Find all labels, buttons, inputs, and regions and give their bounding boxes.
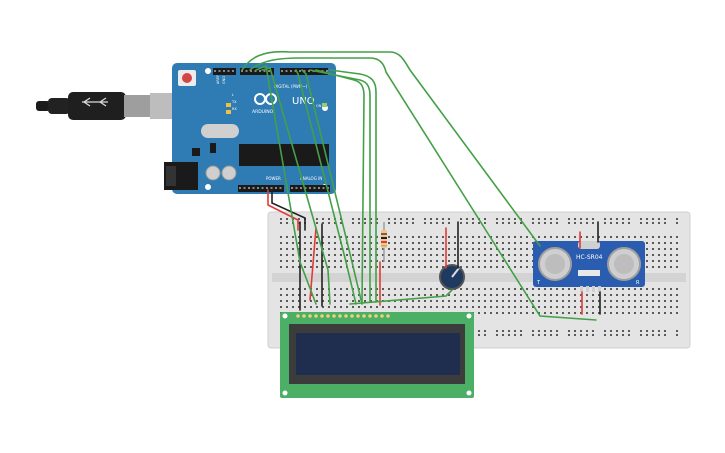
on-label: ON [316, 104, 322, 108]
lcd-display [280, 312, 474, 398]
rx-label: RX [232, 107, 237, 111]
sensor-model-label: HC-SR04 [576, 254, 603, 261]
wire-5v [267, 189, 299, 231]
wires [241, 50, 601, 321]
aref-label: AREF [216, 75, 220, 84]
header-digital-high [240, 68, 274, 75]
arduino-uno: UNO ARDUINO DIGITAL (PWM~) POWER ANALOG … [164, 63, 336, 194]
wire-lcd-d6 [309, 69, 371, 303]
wire-trig [241, 50, 541, 247]
wire-lcd-en [261, 67, 331, 305]
sensor-t-label: T [536, 280, 541, 286]
resistor [381, 222, 387, 262]
wire-lcd-d4 [295, 69, 357, 305]
potentiometer[interactable] [439, 264, 465, 290]
wire-lcd-vcc [309, 227, 317, 301]
model-label: UNO [292, 96, 315, 107]
sensor-r-label: R [636, 280, 640, 286]
tx-label: TX [231, 100, 237, 104]
reset-button[interactable] [182, 73, 192, 83]
wire-lcd-d5 [301, 69, 363, 305]
usb-cable [36, 92, 174, 120]
wire-pot-wiper [349, 289, 453, 305]
crystal-oscillator [578, 241, 600, 249]
lcd-pins [296, 314, 390, 318]
gnd-label: GND [222, 76, 226, 84]
wire-extra [329, 69, 377, 303]
wire-lcd-rs [255, 64, 317, 305]
brand-label: ARDUINO [252, 109, 274, 115]
digital-label: DIGITAL (PWM~) [274, 84, 308, 89]
wire-echo [249, 57, 597, 321]
ultrasonic-sensor: HC-SR04 T R [533, 241, 645, 292]
wire-gnd [271, 189, 306, 231]
wire-lcd-d7 [315, 69, 365, 303]
l-label: L [232, 93, 234, 97]
power-label: POWER [266, 176, 281, 181]
lcd-screen [296, 333, 460, 375]
microcontroller-chip [239, 144, 329, 166]
sensor-pins [580, 286, 601, 292]
analog-label: ANALOG IN [300, 176, 322, 181]
header-power [238, 185, 284, 192]
